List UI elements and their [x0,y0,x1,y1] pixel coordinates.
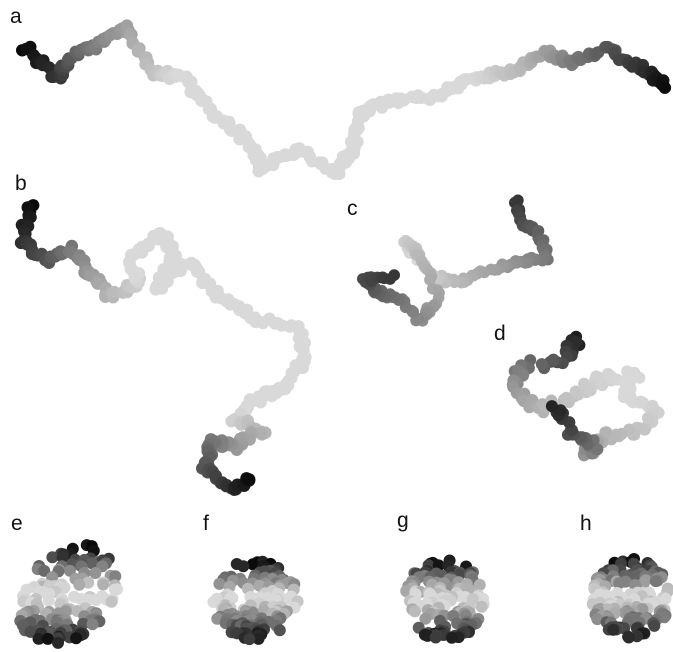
panel-label-b: b [15,172,27,195]
bead [570,335,583,348]
bead [41,632,54,645]
bead [535,358,548,371]
bead [252,632,265,645]
bead [630,569,643,582]
bead [46,551,59,564]
chain-panel-a [16,19,672,181]
panel-label-h: h [580,512,592,535]
panel-label-g: g [397,509,409,532]
bead [400,585,413,598]
bead [73,578,86,591]
bead [243,633,256,646]
bead [213,577,226,590]
bead [42,594,55,607]
panel-label-d: d [494,322,506,345]
bead [109,570,122,583]
bead [648,619,661,632]
chain-panel-e [14,539,124,649]
chain-panel-c [357,194,554,327]
bead [182,76,195,89]
bead [622,631,635,644]
panel-label-f: f [203,512,209,535]
bead [90,594,103,606]
bead [424,274,436,286]
bead [545,400,558,413]
panel-label-e: e [11,512,23,535]
bead [237,560,250,573]
bead [86,557,98,570]
bead [408,605,421,618]
bead [591,613,604,626]
bead [273,624,286,637]
bead [649,575,662,588]
bead [613,577,626,590]
bead [24,625,37,638]
chain-panel-h [586,553,673,644]
bead [571,386,583,399]
bead [445,631,458,644]
chain-panel-f [207,555,304,646]
bead [109,583,121,596]
bead [591,443,604,456]
bead [52,636,64,649]
chain-panel-g [400,554,490,644]
bead [105,595,118,608]
bead [107,285,121,299]
bead [56,551,69,564]
bead [642,412,654,425]
bead [207,596,220,608]
bead [599,426,612,439]
bead [473,578,486,591]
bead [58,581,71,594]
bead [475,600,488,613]
bead [658,81,672,94]
bead [86,618,99,631]
bead [388,269,401,281]
bead [282,592,295,605]
bead [70,632,83,645]
bead [97,578,110,591]
chain-panel-d [506,330,665,462]
bead [243,473,256,486]
panel-label-c: c [347,197,358,220]
bead [429,631,442,644]
bead [32,632,45,645]
panel-label-a: a [10,5,22,28]
bead [607,623,620,636]
chain-panel-b [14,199,312,496]
bead [246,558,259,571]
bead [89,567,102,579]
bead [547,353,560,366]
bead [419,612,432,625]
